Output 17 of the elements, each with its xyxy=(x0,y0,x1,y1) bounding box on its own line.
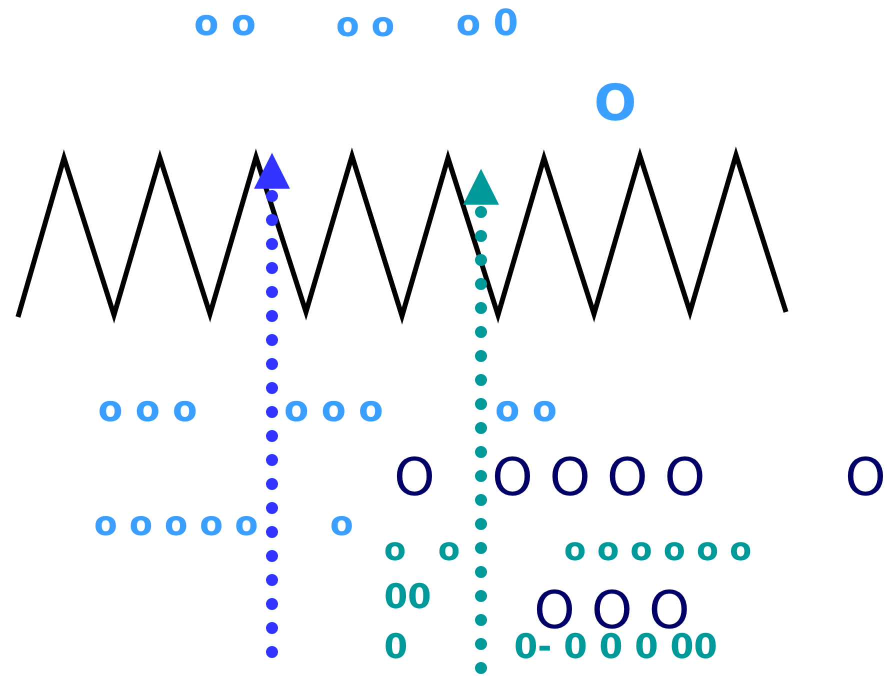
label-text: o o xyxy=(336,8,395,42)
label-text: o xyxy=(384,533,406,565)
label-text: o xyxy=(330,507,354,541)
label-text: o xyxy=(438,533,460,565)
label-text: o o o xyxy=(98,392,198,428)
label-text: O xyxy=(394,452,435,504)
label-text: o o o xyxy=(284,392,384,428)
label-text: o o o o o o xyxy=(564,533,752,565)
label-text: o 0 xyxy=(456,6,518,42)
label-text: o o xyxy=(495,392,557,428)
label-text: O xyxy=(594,78,637,128)
label-text: o o xyxy=(194,6,256,42)
label-text: o o o o o xyxy=(94,507,258,541)
label-text: 00 xyxy=(384,580,432,614)
label-text: 0 xyxy=(384,630,408,664)
label-text: O O O O xyxy=(492,452,706,504)
label-text: O xyxy=(845,452,886,504)
